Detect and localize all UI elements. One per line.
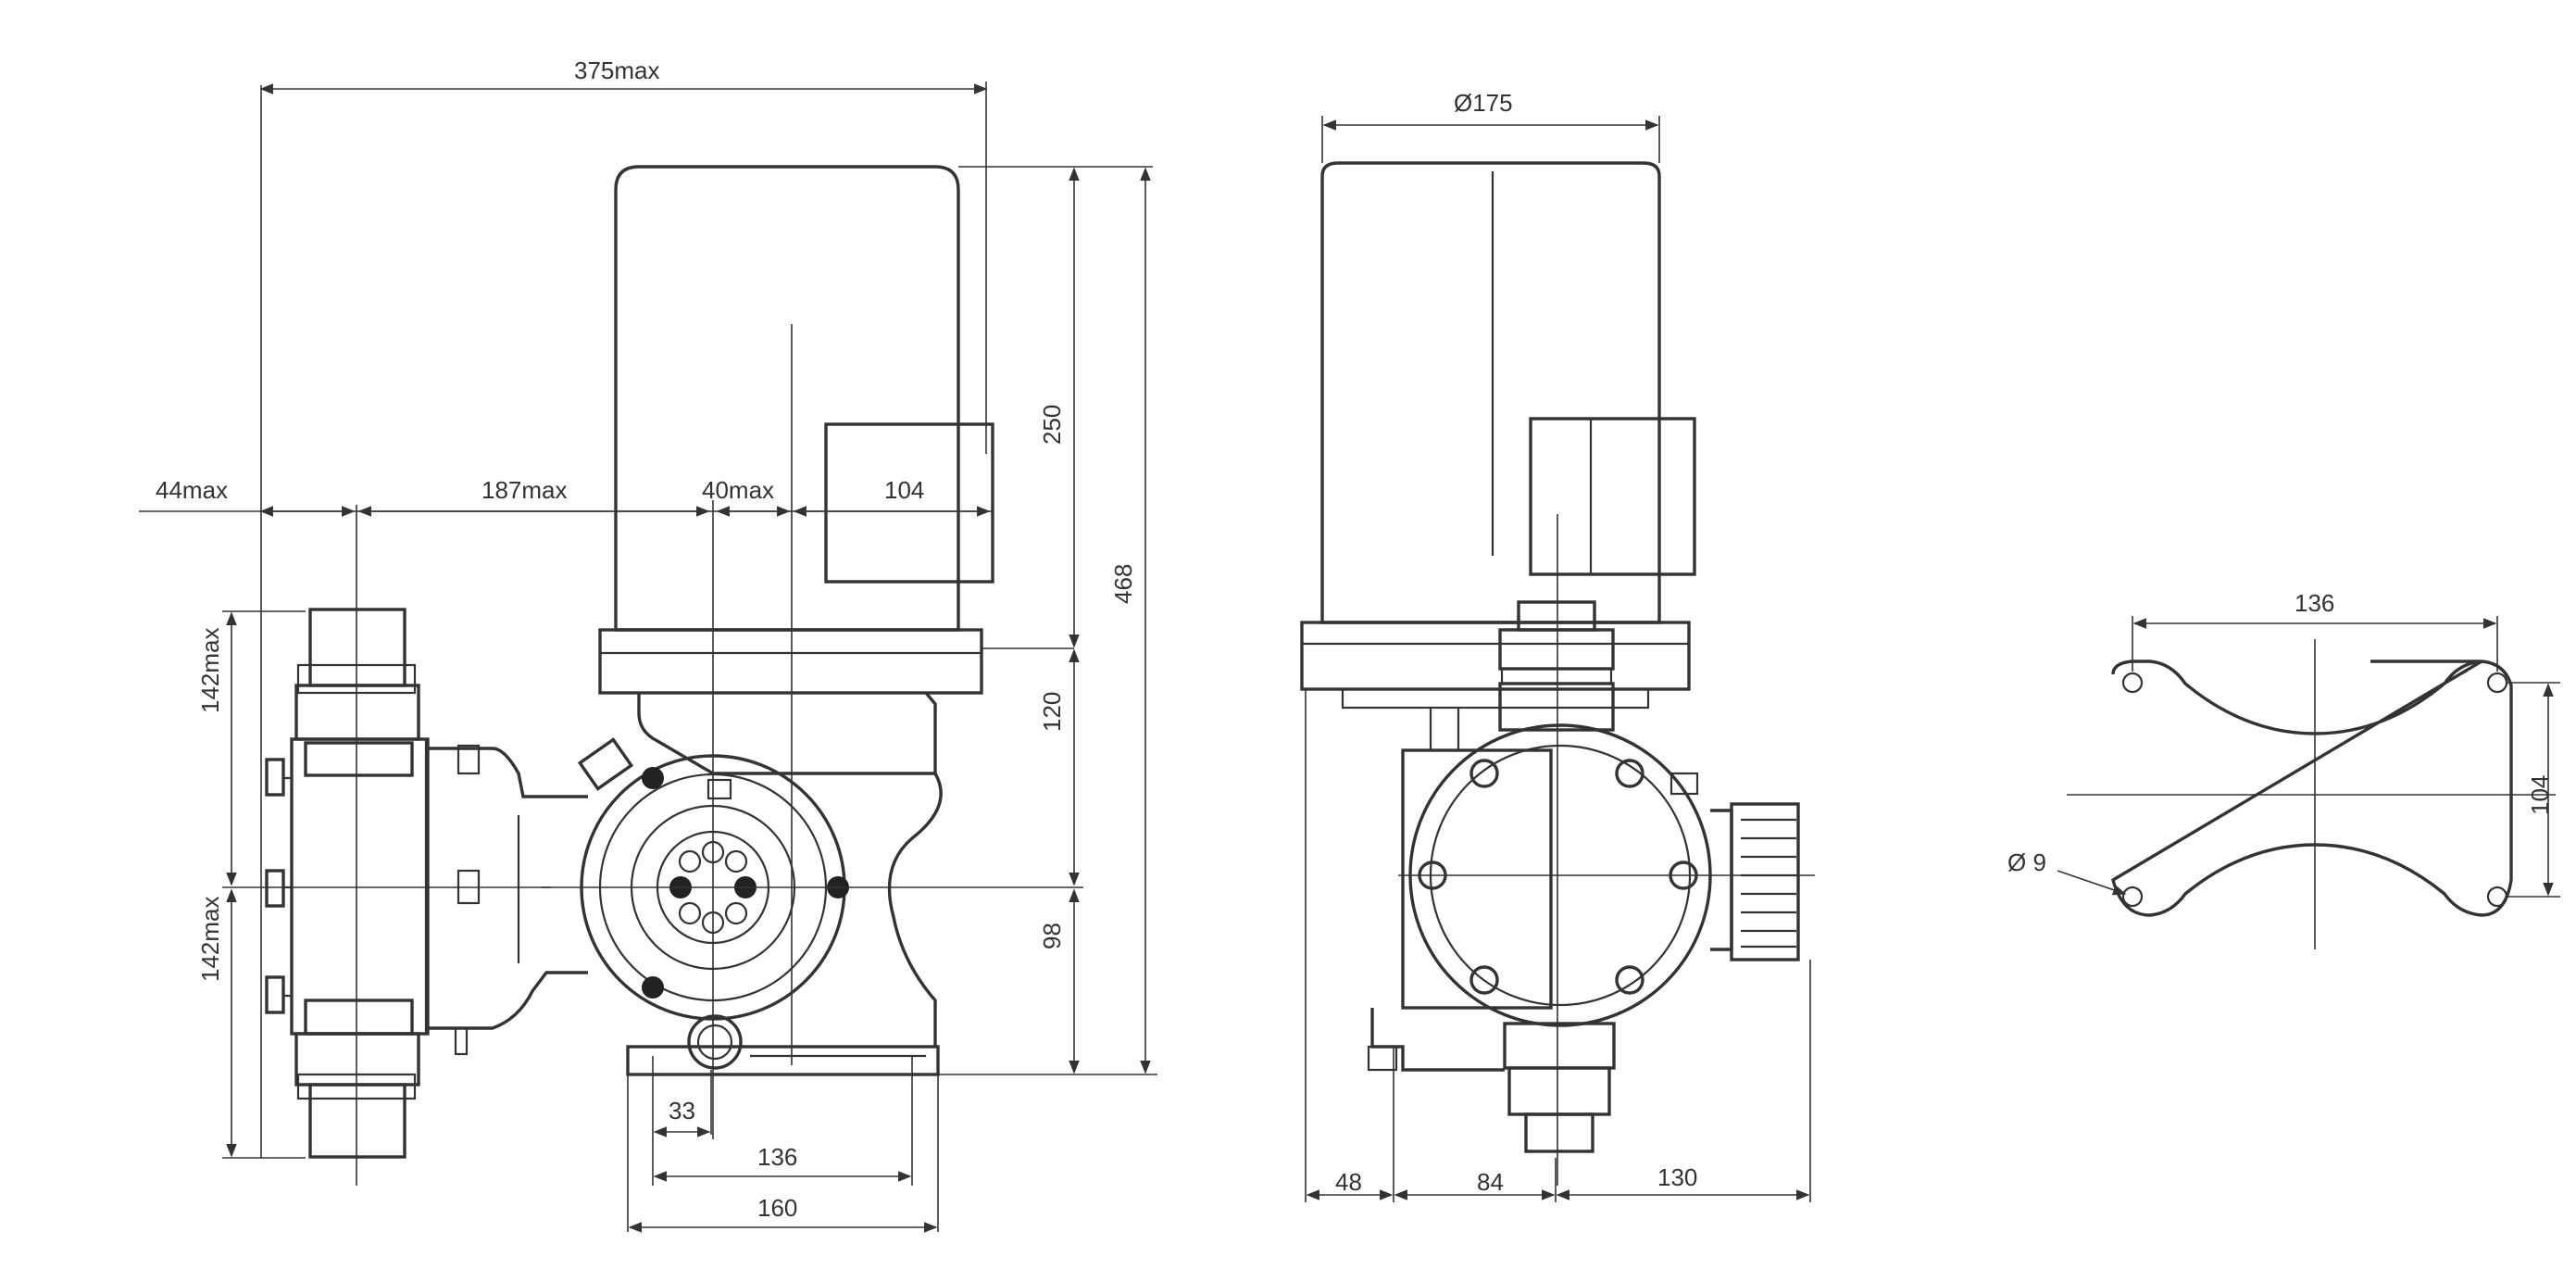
dim-136-label: 136: [757, 1143, 797, 1171]
drain-port: [687, 1014, 743, 1070]
side-terminal-box: [1529, 417, 1696, 576]
dim-84-label: 84: [1477, 1168, 1504, 1196]
dim-48-label: 48: [1335, 1168, 1362, 1196]
dim-468-label: 468: [1109, 564, 1137, 604]
side-motor-housing: [1320, 161, 1661, 624]
dim-250-label: 250: [1038, 405, 1066, 445]
side-view: Ø175 48 84 130: [1300, 89, 1815, 1202]
dim-160-label: 160: [757, 1194, 797, 1222]
dim-142max-lower-label: 142max: [196, 897, 224, 983]
mount-hole-br: [2486, 886, 2508, 908]
vent-fitting: [577, 737, 732, 800]
dim-d175-label: Ø175: [1454, 89, 1513, 117]
valve-stack: [265, 608, 469, 1159]
dim-40max-label: 40max: [702, 476, 774, 504]
front-view: 375max 44max 187max 40max 104 250 468 12…: [139, 57, 1157, 1233]
dim-130-label: 130: [1657, 1163, 1697, 1191]
plate-hole-label: Ø 9: [2007, 848, 2046, 876]
side-motor-flange: [1300, 621, 1691, 691]
dim-187max-label: 187max: [481, 476, 568, 504]
plate-dim-136-label: 136: [2295, 589, 2334, 617]
gear-body: [637, 691, 937, 775]
dim-98-label: 98: [1038, 923, 1066, 949]
mount-hole-tr: [2486, 672, 2508, 694]
mount-hole-bl: [2121, 886, 2144, 908]
side-base-foot: [1370, 1008, 1505, 1072]
terminal-box: [824, 422, 994, 584]
base-foot: [626, 1045, 940, 1076]
dim-33-label: 33: [669, 1097, 695, 1125]
dim-44max-label: 44max: [156, 476, 228, 504]
dim-104-label: 104: [884, 476, 924, 504]
plate-dim-104-label: 104: [2526, 775, 2554, 815]
base-plate-view: 136 104 Ø 9: [2007, 589, 2560, 949]
mount-hole-tl: [2121, 672, 2144, 694]
motor-flange: [598, 628, 983, 695]
base-plate-outline: [2111, 660, 2513, 917]
motor-housing: [614, 165, 960, 632]
dim-120-label: 120: [1038, 692, 1066, 732]
dim-375max-label: 375max: [574, 57, 660, 84]
side-outlet-stack: [1498, 600, 1616, 1153]
dim-142max-upper-label: 142max: [196, 628, 224, 714]
